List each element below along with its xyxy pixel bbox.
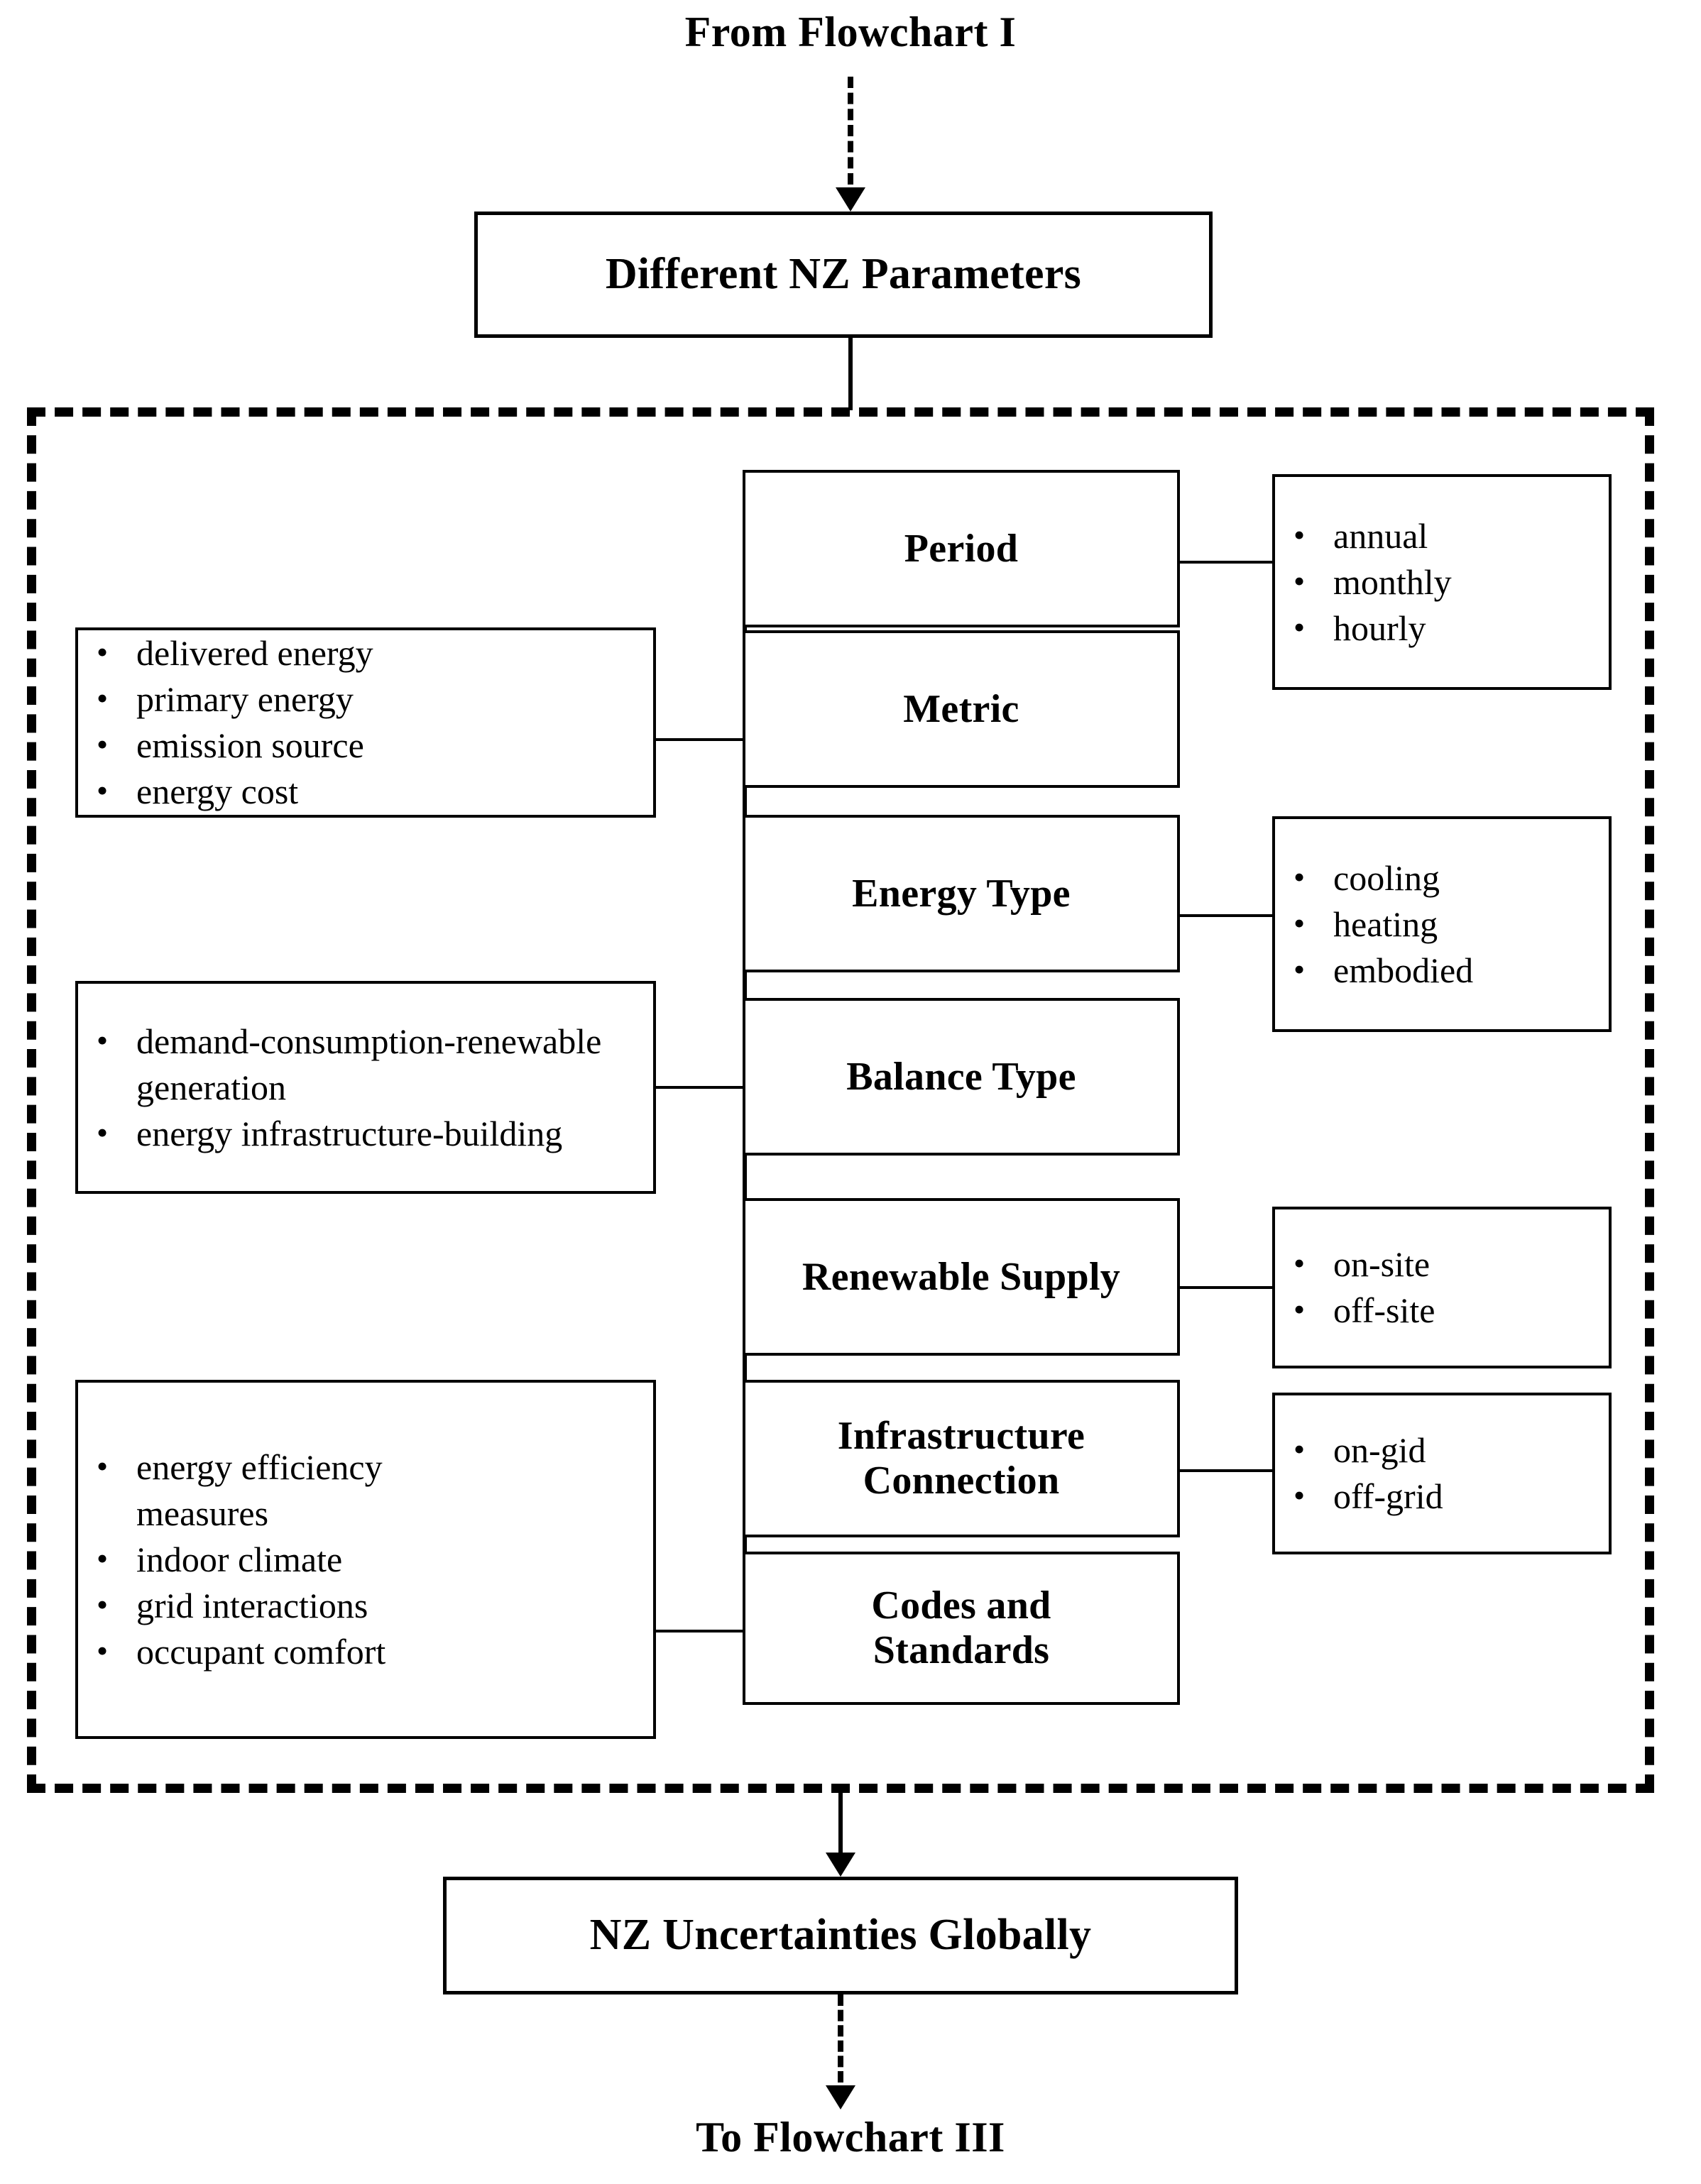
- connector-balance-type-options: [655, 1086, 744, 1089]
- bullet-icon: •: [1293, 858, 1306, 895]
- list-item: • off-site: [1293, 1288, 1593, 1334]
- list-item: • indoor climate: [97, 1537, 638, 1583]
- list-item: • occupant comfort: [97, 1629, 638, 1675]
- parameter-box-codes-and-standards[interactable]: Codes and Standards: [743, 1552, 1180, 1705]
- list-item: • primary energy: [97, 676, 638, 723]
- bullet-icon: •: [97, 1021, 109, 1058]
- parameter-box-title: Balance Type: [846, 1054, 1076, 1099]
- parameter-box-infrastructure-connection[interactable]: Infrastructure Connection: [743, 1380, 1180, 1537]
- bullet-icon: •: [1293, 904, 1306, 941]
- list-item: • monthly: [1293, 559, 1593, 605]
- list-item-label: emission source: [136, 725, 364, 765]
- connector-metric-options: [655, 738, 744, 741]
- bullet-icon: •: [1293, 608, 1306, 645]
- list-item-label: primary energy: [136, 679, 354, 719]
- options-box-metric[interactable]: • delivered energy • primary energy • em…: [75, 627, 656, 818]
- list-item: • off-grid: [1293, 1474, 1593, 1520]
- list-item: • demand-consumption-renewable generatio…: [97, 1019, 638, 1111]
- parameter-box-title: Energy Type: [852, 871, 1071, 916]
- exit-dashed-arrow: [825, 1994, 856, 2109]
- stage-box-different-nz-parameters[interactable]: Different NZ Parameters: [474, 212, 1213, 338]
- parameter-box-energy-type[interactable]: Energy Type: [743, 815, 1180, 972]
- options-box-infrastructure-connection[interactable]: • on-gid • off-grid: [1272, 1393, 1612, 1554]
- list-item-label: heating: [1333, 904, 1438, 944]
- bullet-icon: •: [1293, 1291, 1306, 1327]
- bullet-icon: •: [97, 772, 109, 808]
- options-box-energy-type[interactable]: • cooling • heating • embodied: [1272, 816, 1612, 1032]
- bullet-icon: •: [1293, 1245, 1306, 1281]
- list-item: • delivered energy: [97, 630, 638, 676]
- options-box-period[interactable]: • annual • monthly • hourly: [1272, 474, 1612, 690]
- list-item-label: energy infrastructure-building: [136, 1113, 563, 1153]
- parameter-box-title: Infrastructure Connection: [837, 1414, 1085, 1503]
- bullet-icon: •: [97, 1540, 109, 1576]
- list-item: • energy infrastructure-building: [97, 1111, 638, 1157]
- bullet-icon: •: [97, 1632, 109, 1669]
- parameter-box-metric[interactable]: Metric: [743, 630, 1180, 788]
- bullet-icon: •: [97, 634, 109, 670]
- bullet-icon: •: [1293, 516, 1306, 553]
- list-item-label: indoor climate: [136, 1539, 343, 1579]
- list-item-label: hourly: [1333, 608, 1426, 648]
- list-item: • cooling: [1293, 855, 1593, 901]
- list-item: • grid interactions: [97, 1583, 638, 1629]
- list-item: • annual: [1293, 513, 1593, 559]
- bullet-icon: •: [1293, 950, 1306, 987]
- options-box-balance-type[interactable]: • demand-consumption-renewable generatio…: [75, 981, 656, 1194]
- list-item: • heating: [1293, 901, 1593, 948]
- list-item-label: energy cost: [136, 772, 299, 811]
- bullet-icon: •: [97, 680, 109, 716]
- connector-energy-type-options: [1178, 914, 1274, 917]
- parameter-box-period[interactable]: Period: [743, 470, 1180, 627]
- bullet-icon: •: [1293, 562, 1306, 599]
- parameter-box-title: Renewable Supply: [802, 1254, 1121, 1299]
- list-item-label: on-gid: [1333, 1430, 1426, 1470]
- connector-codes-and-standards-options: [655, 1630, 744, 1632]
- list-item-label: occupant comfort: [136, 1631, 386, 1672]
- bullet-icon: •: [97, 1586, 109, 1623]
- list-item-label: embodied: [1333, 950, 1474, 990]
- bullet-icon: •: [97, 1447, 109, 1484]
- list-item-label: off-site: [1333, 1290, 1435, 1330]
- exit-label: To Flowchart III: [696, 2114, 1005, 2161]
- parameter-box-title: Metric: [903, 686, 1019, 731]
- bullet-icon: •: [97, 1114, 109, 1151]
- list-item-label: annual: [1333, 515, 1428, 556]
- stage-box-title: NZ Uncertainties Globally: [589, 1911, 1092, 1960]
- list-item: • energy efficiency measures: [97, 1444, 638, 1537]
- region-to-bottom-arrow: [825, 1793, 856, 1877]
- list-item-label: grid interactions: [136, 1585, 368, 1625]
- parameter-box-title: Codes and Standards: [871, 1584, 1051, 1672]
- stage-box-nz-uncertainties-globally[interactable]: NZ Uncertainties Globally: [443, 1877, 1238, 1994]
- list-item-label: on-site: [1333, 1244, 1431, 1284]
- options-box-renewable-supply[interactable]: • on-site • off-site: [1272, 1207, 1612, 1368]
- list-item: • energy cost: [97, 769, 638, 815]
- bullet-icon: •: [1293, 1477, 1306, 1513]
- parameter-box-title: Period: [904, 526, 1019, 571]
- entry-dashed-arrow: [835, 77, 866, 212]
- bullet-icon: •: [97, 726, 109, 762]
- list-item: • emission source: [97, 723, 638, 769]
- options-box-codes-and-standards[interactable]: • energy efficiency measures • indoor cl…: [75, 1380, 656, 1739]
- list-item-label: cooling: [1333, 857, 1440, 898]
- connector-period-options: [1178, 561, 1274, 564]
- list-item-label: off-grid: [1333, 1476, 1443, 1516]
- bullet-icon: •: [1293, 1431, 1306, 1467]
- list-item-label: demand-consumption-renewable generation: [136, 1021, 602, 1107]
- stage-to-region-connector: [848, 338, 853, 410]
- list-item-label: energy efficiency measures: [136, 1447, 383, 1533]
- list-item: • embodied: [1293, 948, 1593, 994]
- connector-renewable-supply-options: [1178, 1286, 1274, 1289]
- list-item-label: monthly: [1333, 561, 1452, 602]
- list-item: • hourly: [1293, 605, 1593, 652]
- list-item: • on-site: [1293, 1241, 1593, 1288]
- list-item: • on-gid: [1293, 1427, 1593, 1474]
- stage-box-title: Different NZ Parameters: [605, 250, 1082, 299]
- list-item-label: delivered energy: [136, 633, 373, 673]
- parameter-box-balance-type[interactable]: Balance Type: [743, 998, 1180, 1156]
- connector-infrastructure-connection-options: [1178, 1469, 1274, 1472]
- entry-label: From Flowchart I: [684, 9, 1017, 55]
- nz-parameters-group-region: [27, 407, 1654, 1793]
- parameter-box-renewable-supply[interactable]: Renewable Supply: [743, 1198, 1180, 1356]
